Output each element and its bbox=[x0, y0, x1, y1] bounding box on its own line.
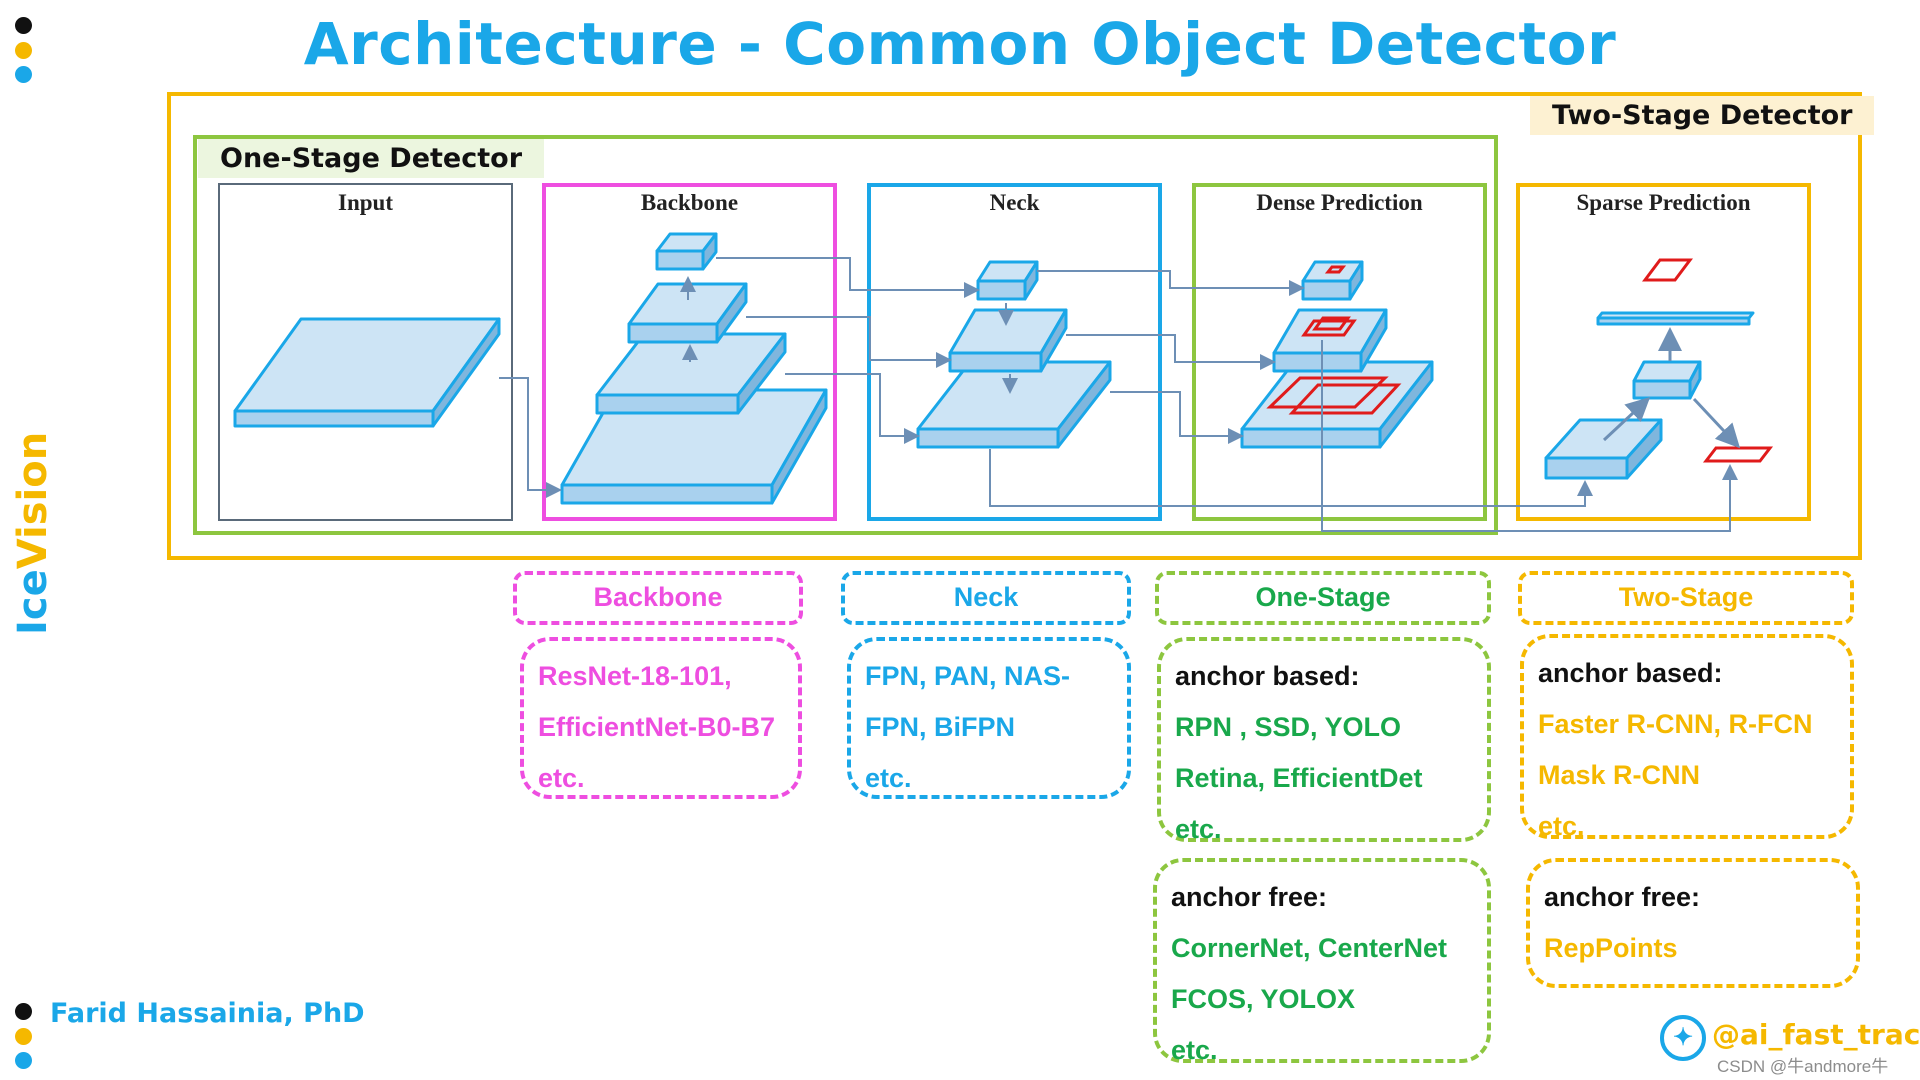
watermark: CSDN @牛andmore牛 bbox=[1717, 1057, 1889, 1076]
sparse-prediction-heading: Sparse Prediction bbox=[1576, 190, 1751, 215]
dot-black-bottom bbox=[15, 1003, 32, 1020]
backbone-panel bbox=[542, 183, 837, 521]
one-stage-anchor-based-heading: anchor based: bbox=[1175, 661, 1360, 691]
backbone-heading: Backbone bbox=[640, 190, 739, 215]
backbone-line: EfficientNet-B0-B7 bbox=[538, 712, 776, 742]
dense-prediction-heading: Dense Prediction bbox=[1256, 190, 1423, 215]
dense-prediction-panel bbox=[1192, 183, 1487, 521]
neck-examples-card: FPN, PAN, NAS- FPN, BiFPN etc. bbox=[847, 637, 1131, 799]
backbone-stack bbox=[560, 232, 828, 505]
backbone-examples-card: ResNet-18-101, EfficientNet-B0-B7 etc. bbox=[520, 637, 802, 799]
neck-heading: Neck bbox=[989, 190, 1040, 215]
one-stage-label: One-Stage Detector bbox=[198, 139, 545, 178]
one-stage-tag: One-Stage bbox=[1155, 571, 1491, 625]
sparse-stack bbox=[1544, 311, 1755, 480]
sparse-prediction-panel bbox=[1516, 183, 1811, 521]
one-stage-anchor-free-line: etc. bbox=[1171, 1035, 1218, 1065]
one-stage-anchor-based-line: Retina, EfficientDet bbox=[1175, 763, 1423, 793]
two-stage-anchor-free-heading: anchor free: bbox=[1544, 882, 1701, 912]
twitter-handle[interactable]: @ai_fast_track bbox=[1712, 1018, 1920, 1051]
two-stage-anchor-free-card: anchor free: RepPoints bbox=[1526, 858, 1860, 988]
backbone-line: ResNet-18-101, bbox=[538, 661, 732, 691]
one-stage-anchor-free-line: FCOS, YOLOX bbox=[1171, 984, 1356, 1014]
dot-black-top bbox=[15, 17, 32, 34]
one-stage-anchor-free-heading: anchor free: bbox=[1171, 882, 1328, 912]
two-stage-anchor-based-heading: anchor based: bbox=[1538, 658, 1723, 688]
dot-blue-top bbox=[15, 66, 32, 83]
two-stage-tag: Two-Stage bbox=[1518, 571, 1854, 625]
two-stage-anchor-based-line: Faster R-CNN, R-FCN bbox=[1538, 709, 1813, 739]
backbone-line: etc. bbox=[538, 763, 585, 793]
one-stage-frame bbox=[193, 135, 1498, 535]
dot-yellow-top bbox=[15, 42, 32, 59]
one-stage-anchor-based-line: RPN , SSD, YOLO bbox=[1175, 712, 1402, 742]
neck-tag: Neck bbox=[841, 571, 1131, 625]
author-name: Farid Hassainia, PhD bbox=[50, 998, 365, 1029]
two-stage-frame bbox=[167, 92, 1862, 560]
dense-stack bbox=[1240, 260, 1434, 449]
two-stage-anchor-free-line: RepPoints bbox=[1544, 933, 1678, 963]
input-feature-slab bbox=[233, 317, 501, 428]
one-stage-anchor-free-line: CornerNet, CenterNet bbox=[1171, 933, 1448, 963]
dot-blue-bottom bbox=[15, 1052, 32, 1069]
input-heading: Input bbox=[338, 190, 393, 215]
twitter-icon[interactable]: ✦ bbox=[1660, 1015, 1706, 1061]
input-panel bbox=[218, 183, 513, 521]
two-stage-label: Two-Stage Detector bbox=[1530, 96, 1875, 135]
neck-stack bbox=[916, 260, 1112, 449]
two-stage-anchor-based-line: etc. bbox=[1538, 811, 1585, 841]
backbone-tag: Backbone bbox=[513, 571, 803, 625]
neck-line: FPN, BiFPN bbox=[865, 712, 1016, 742]
one-stage-anchor-free-card: anchor free: CornerNet, CenterNet FCOS, … bbox=[1153, 858, 1491, 1065]
one-stage-anchor-based-line: etc. bbox=[1175, 814, 1222, 844]
one-stage-anchor-based-card: anchor based: RPN , SSD, YOLO Retina, Ef… bbox=[1157, 637, 1491, 844]
neck-line: FPN, PAN, NAS- bbox=[865, 661, 1071, 691]
neck-line: etc. bbox=[865, 763, 912, 793]
page-title: Architecture - Common Object Detector bbox=[303, 10, 1617, 78]
dot-yellow-bottom bbox=[15, 1028, 32, 1045]
two-stage-anchor-based-card: anchor based: Faster R-CNN, R-FCN Mask R… bbox=[1520, 634, 1854, 841]
two-stage-anchor-based-line: Mask R-CNN bbox=[1538, 760, 1701, 790]
